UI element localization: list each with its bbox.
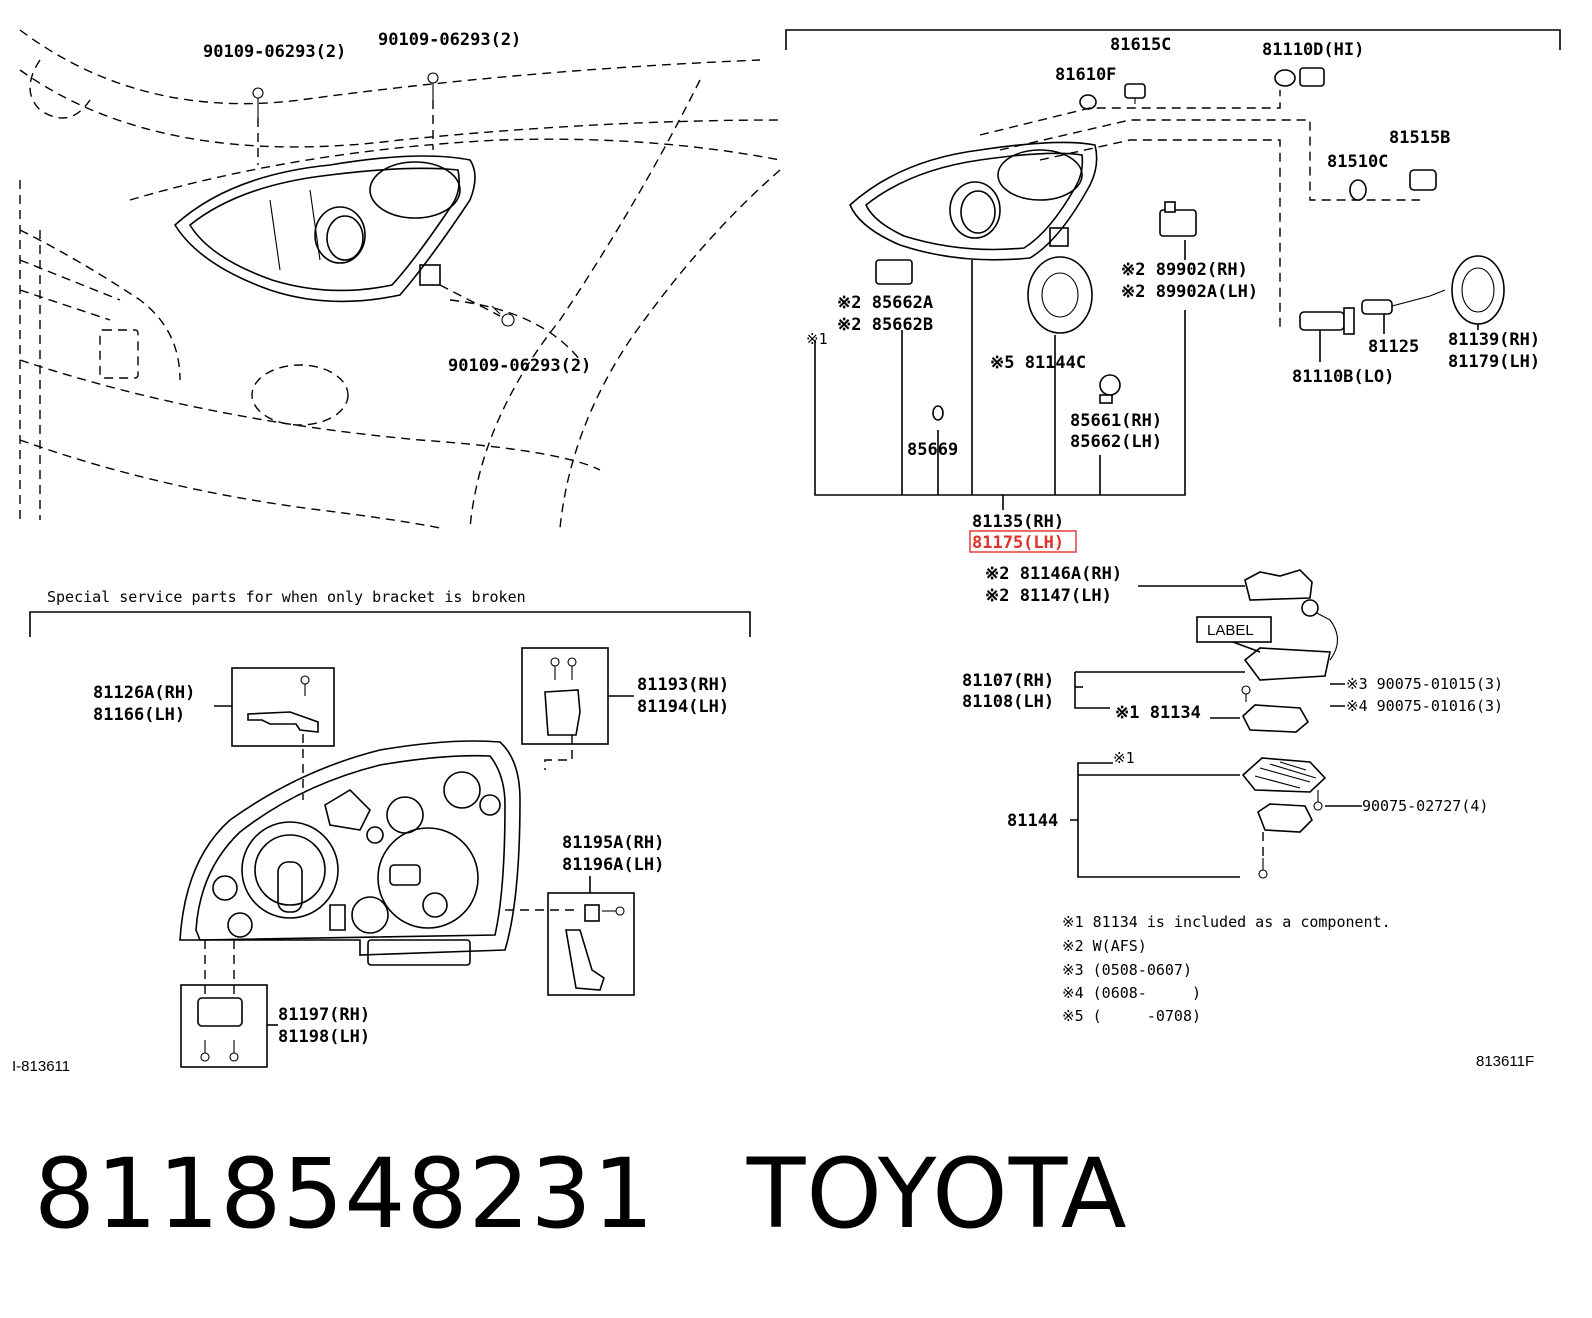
special-service-heading: Special service parts for when only brac… bbox=[47, 588, 526, 606]
label-81144c: ※5 81144C bbox=[990, 353, 1086, 373]
bulb-81510c-icon bbox=[1349, 179, 1367, 201]
label-81166-lh: 81166(LH) bbox=[93, 705, 185, 725]
label-81134: ※1 81134 bbox=[1115, 703, 1201, 723]
label-81193-rh: 81193(RH) bbox=[637, 675, 729, 695]
label-81144: 81144 bbox=[1007, 811, 1058, 831]
note-3: ※3 (0508-0607) bbox=[1062, 961, 1192, 979]
label-81175-lh: 81175(LH) bbox=[972, 533, 1064, 553]
oring-85669-icon bbox=[932, 405, 944, 421]
bracket-81195a-box bbox=[505, 876, 635, 996]
afs-module-group bbox=[1074, 569, 1345, 733]
label-81110b: 81110B(LO) bbox=[1292, 367, 1394, 387]
label-ref1: ※1 bbox=[806, 330, 828, 348]
brand-name: TOYOTA bbox=[746, 1138, 1128, 1250]
label-81197-rh: 81197(RH) bbox=[278, 1005, 370, 1025]
footer-caption: 8118548231 TOYOTA bbox=[34, 1138, 1128, 1250]
label-81179-lh: 81179(LH) bbox=[1448, 352, 1540, 372]
label-81107-rh: 81107(RH) bbox=[962, 671, 1054, 691]
label-85662-lh: 85662(LH) bbox=[1070, 432, 1162, 452]
label-81110d: 81110D(HI) bbox=[1262, 40, 1364, 60]
socket-85661-icon bbox=[1099, 374, 1121, 404]
label-81615c: 81615C bbox=[1110, 35, 1171, 55]
label-90075-02727: 90075-02727(4) bbox=[1362, 797, 1488, 815]
cover-81144-group bbox=[1070, 757, 1362, 879]
bulb-81110b-icon bbox=[1299, 307, 1355, 335]
label-90075-01015: ※3 90075-01015(3) bbox=[1346, 675, 1503, 693]
label-81126a-rh: 81126A(RH) bbox=[93, 683, 195, 703]
bulb-81615c-icon bbox=[1124, 83, 1146, 104]
cover-81144c-icon bbox=[1027, 256, 1093, 334]
label-85662b: ※2 85662B bbox=[837, 315, 933, 335]
note-4: ※4 (0608- ) bbox=[1062, 984, 1201, 1002]
actuator-85662-icon bbox=[875, 259, 913, 285]
label-box-text: LABEL bbox=[1207, 622, 1254, 639]
bolt-label-top-right: 90109-06293(2) bbox=[378, 30, 521, 50]
label-81146a-rh: ※2 81146A(RH) bbox=[985, 564, 1122, 584]
note-2: ※2 W(AFS) bbox=[1062, 937, 1147, 955]
label-81147-lh: ※2 81147(LH) bbox=[985, 586, 1112, 606]
label-ref1-b: ※1 bbox=[1113, 749, 1135, 767]
highlight-box bbox=[969, 530, 1077, 553]
label-81510c: 81510C bbox=[1327, 152, 1388, 172]
headlamp-rear-view bbox=[179, 740, 521, 966]
label-81515b: 81515B bbox=[1389, 128, 1450, 148]
bracket-81197-box bbox=[180, 940, 278, 1068]
vehicle-front-illustration bbox=[19, 29, 781, 529]
bracket-81126a-box bbox=[214, 667, 335, 800]
label-81198-lh: 81198(LH) bbox=[278, 1027, 370, 1047]
label-89902-rh: ※2 89902(RH) bbox=[1121, 260, 1248, 280]
label-81125: 81125 bbox=[1368, 337, 1419, 357]
label-85669: 85669 bbox=[907, 440, 958, 460]
label-81108-lh: 81108(LH) bbox=[962, 692, 1054, 712]
headlamp-exploded-view bbox=[785, 29, 1561, 510]
label-85661-rh: 85661(RH) bbox=[1070, 411, 1162, 431]
socket-81515b-icon bbox=[1409, 169, 1437, 191]
actuator-89902-icon bbox=[1159, 201, 1197, 237]
label-85662a: ※2 85662A bbox=[837, 293, 933, 313]
part-number: 8118548231 bbox=[34, 1138, 655, 1250]
bulb-81110d-icon bbox=[1274, 67, 1325, 87]
cap-81139-icon bbox=[1451, 255, 1505, 325]
label-81195a-rh: 81195A(RH) bbox=[562, 833, 664, 853]
bracket-81193-box bbox=[521, 647, 634, 770]
label-89902a-lh: ※2 89902A(LH) bbox=[1121, 282, 1258, 302]
label-81139-rh: 81139(RH) bbox=[1448, 330, 1540, 350]
igniter-81125-icon bbox=[1361, 289, 1446, 315]
figure-id-right: 813611F bbox=[1476, 1053, 1534, 1070]
label-81135-rh: 81135(RH) bbox=[972, 512, 1064, 532]
bolt-label-bottom: 90109-06293(2) bbox=[448, 356, 591, 376]
figure-id-left: I-813611 bbox=[12, 1058, 70, 1075]
special-service-bracket bbox=[29, 611, 751, 637]
label-81196a-lh: 81196A(LH) bbox=[562, 855, 664, 875]
label-90075-01016: ※4 90075-01016(3) bbox=[1346, 697, 1503, 715]
note-1: ※1 81134 is included as a component. bbox=[1062, 913, 1391, 931]
note-5: ※5 ( -0708) bbox=[1062, 1007, 1201, 1025]
label-81194-lh: 81194(LH) bbox=[637, 697, 729, 717]
label-81610f: 81610F bbox=[1055, 65, 1116, 85]
notes-block: ※1 81134 is included as a component. ※2 … bbox=[1062, 913, 1391, 1025]
bolt-label-top-left: 90109-06293(2) bbox=[203, 42, 346, 62]
